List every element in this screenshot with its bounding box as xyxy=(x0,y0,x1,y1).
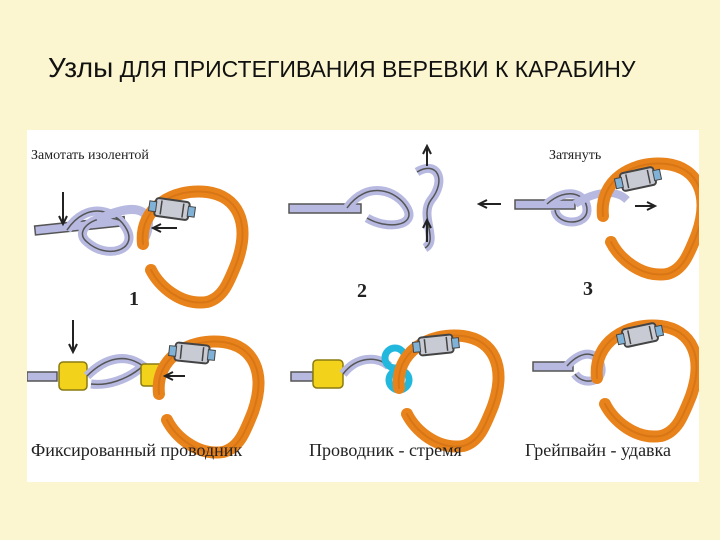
label-tighten: Затянуть xyxy=(549,148,602,163)
slide-title: Узлы ДЛЯ ПРИСТЕГИВАНИЯ ВЕРЕВКИ К КАРАБИН… xyxy=(48,52,636,83)
grapevine-knot xyxy=(532,321,696,436)
figure-number-2: 2 xyxy=(357,280,367,302)
figure-number-3: 3 xyxy=(583,278,593,300)
figure-1-knot xyxy=(33,191,243,302)
figure-2-knot xyxy=(288,143,444,252)
fixed-guide-knot xyxy=(27,320,258,453)
knots-illustration xyxy=(27,143,699,482)
figure-number-1: 1 xyxy=(129,288,139,310)
caption-grapevine: Грейпвайн - удавка xyxy=(525,440,672,460)
label-wrap-tape: Замотать изолентой xyxy=(31,148,149,163)
caption-fixed-guide: Фиксированный проводник xyxy=(31,440,243,460)
illustration-panel: Замотать изолентой Затянуть 1 2 3 Фиксир… xyxy=(27,130,699,482)
caption-stirrup: Проводник - стремя xyxy=(309,440,462,460)
stirrup-knot xyxy=(290,334,498,447)
figure-3a-knot xyxy=(476,163,699,274)
